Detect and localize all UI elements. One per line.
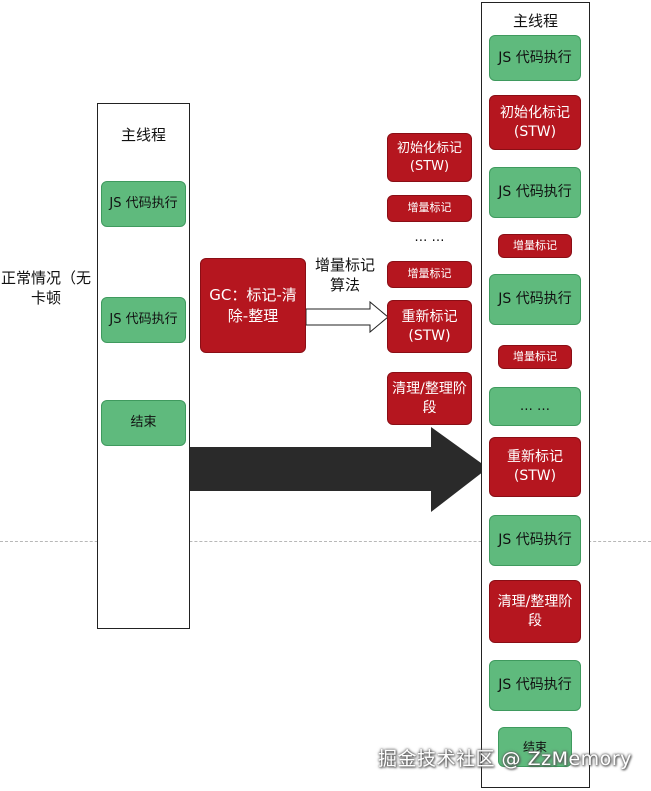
- right-node-incremental-2: 增量标记: [498, 345, 572, 369]
- big-transition-arrow: [189, 427, 488, 512]
- incremental-hollow-arrow: [305, 300, 389, 334]
- right-node-js-exec-5: JS 代码执行: [489, 660, 581, 711]
- right-node-remark: 重新标记(STW): [489, 437, 581, 497]
- middle-step-remark: 重新标记(STW): [387, 300, 472, 353]
- left-node-js-exec-1: JS 代码执行: [101, 181, 186, 227]
- right-node-js-exec-2: JS 代码执行: [489, 167, 581, 218]
- middle-step-incremental-1: 增量标记: [387, 195, 472, 222]
- right-node-initial-mark: 初始化标记(STW): [489, 95, 581, 150]
- left-lane-title: 主线程: [120, 126, 166, 144]
- right-node-ellipsis: … …: [489, 387, 581, 426]
- right-node-cleanup: 清理/整理阶段: [489, 580, 581, 643]
- right-lane-title: 主线程: [512, 12, 558, 30]
- right-node-js-exec-1: JS 代码执行: [489, 35, 581, 81]
- right-node-end: 结束: [498, 727, 572, 767]
- right-node-js-exec-4: JS 代码执行: [489, 515, 581, 566]
- middle-step-incremental-2: 增量标记: [387, 261, 472, 288]
- watermark-text: 掘金技术社区 @ ZzMemory: [378, 748, 632, 770]
- incremental-marking-label: 增量标记算法: [314, 256, 375, 295]
- right-node-incremental-1: 增量标记: [498, 234, 572, 258]
- dashed-separator-line: [0, 541, 651, 542]
- gc-mark-sweep-compact-box: GC：标记-清除-整理: [200, 258, 306, 353]
- right-node-js-exec-3: JS 代码执行: [489, 274, 581, 325]
- middle-step-cleanup: 清理/整理阶段: [387, 372, 472, 425]
- left-node-js-exec-2: JS 代码执行: [101, 297, 186, 343]
- left-note-text: 正常情况（无卡顿: [0, 269, 91, 308]
- left-node-end: 结束: [101, 400, 186, 446]
- middle-step-ellipsis: … …: [414, 230, 445, 245]
- middle-step-initial-mark: 初始化标记(STW): [387, 133, 472, 182]
